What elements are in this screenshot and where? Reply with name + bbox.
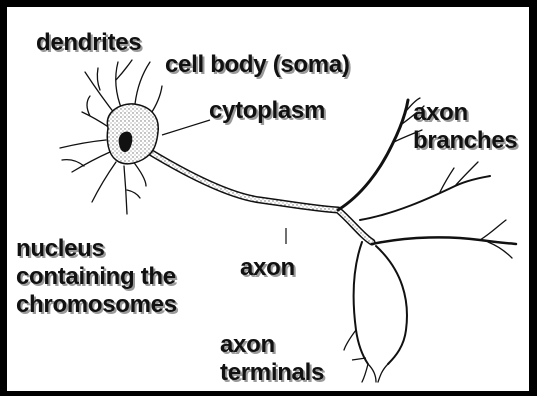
label-nucleus-line2: containing the bbox=[16, 265, 176, 289]
label-axon-branches-line2: branches bbox=[413, 129, 517, 153]
label-axon: axon bbox=[240, 256, 295, 280]
axon-terminals bbox=[344, 242, 407, 382]
label-axon-terminals-line1: axon bbox=[220, 333, 275, 357]
leader-lines bbox=[162, 120, 366, 360]
label-dendrites: dendrites bbox=[36, 31, 141, 55]
label-cytoplasm: cytoplasm bbox=[209, 99, 325, 123]
label-nucleus-line3: chromosomes bbox=[16, 293, 177, 317]
label-axon-branches-line1: axon bbox=[413, 101, 468, 125]
axon bbox=[150, 152, 372, 242]
diagram-frame: dendrites cell body (soma) cytoplasm axo… bbox=[7, 7, 529, 391]
label-axon-terminals-line2: terminals bbox=[220, 361, 324, 385]
label-nucleus-line1: nucleus bbox=[16, 237, 105, 261]
label-cell-body: cell body (soma) bbox=[165, 53, 350, 77]
